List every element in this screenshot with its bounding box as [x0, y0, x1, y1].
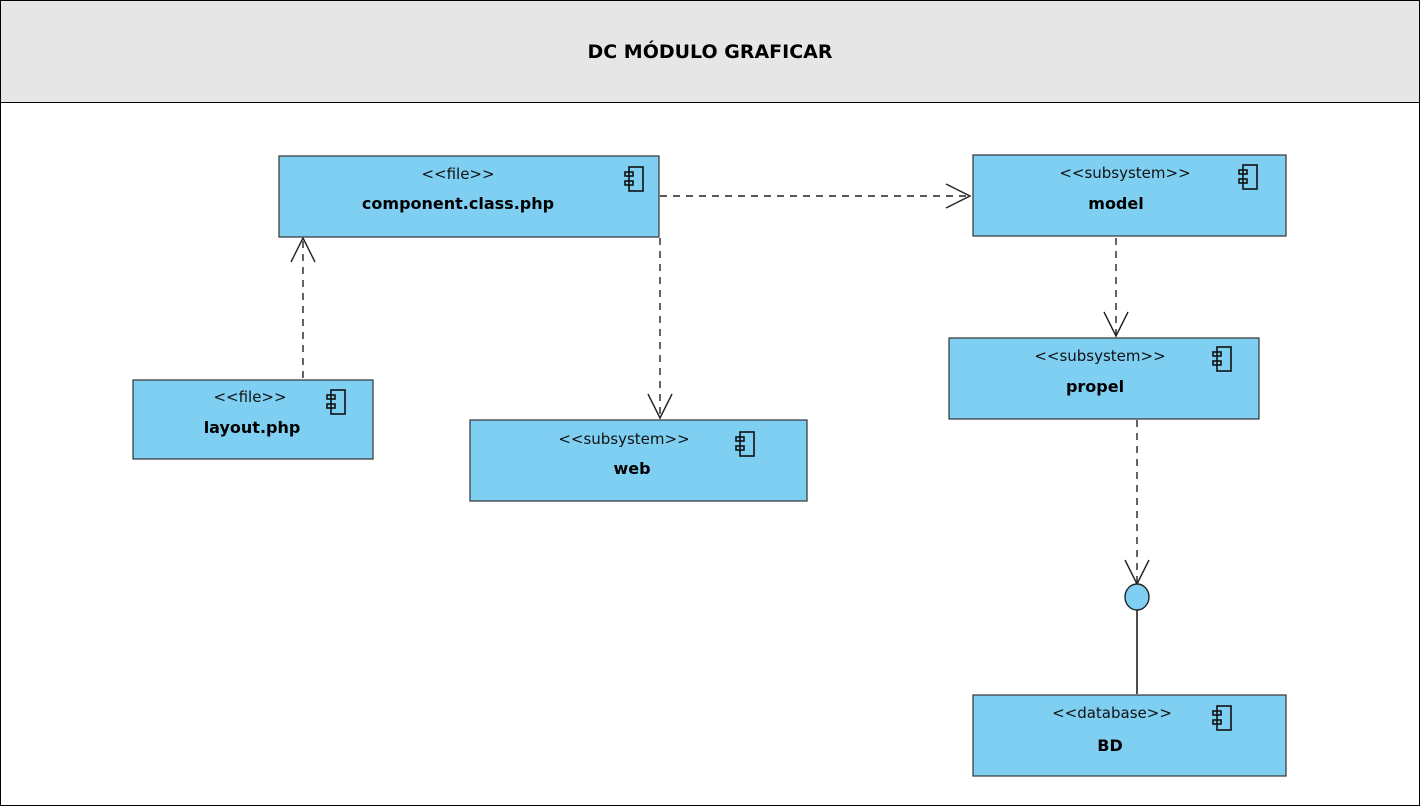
- component-icon: [1238, 164, 1258, 190]
- component-icon: [624, 166, 644, 192]
- component-model[interactable]: <<subsystem>> model: [972, 154, 1287, 237]
- component-icon: [735, 431, 755, 457]
- diagram-title: DC MÓDULO GRAFICAR: [587, 40, 833, 63]
- component-bd[interactable]: <<database>> BD: [972, 694, 1287, 777]
- web-stereotype: <<subsystem>>: [558, 430, 689, 448]
- bd-name: BD: [1097, 736, 1122, 755]
- component-name: component.class.php: [362, 194, 554, 213]
- propel-stereotype: <<subsystem>>: [1034, 347, 1165, 365]
- dependency-propel-to-interface: [1124, 420, 1150, 586]
- component-icon: [326, 389, 346, 415]
- model-name: model: [1088, 194, 1143, 213]
- dependency-component-to-model: [660, 183, 972, 209]
- component-layout-php[interactable]: <<file>> layout.php: [132, 379, 374, 460]
- component-web[interactable]: <<subsystem>> web: [469, 419, 808, 502]
- component-icon: [1212, 705, 1232, 731]
- model-stereotype: <<subsystem>>: [1059, 164, 1190, 182]
- layout-name: layout.php: [204, 418, 301, 437]
- web-name: web: [613, 459, 650, 478]
- component-icon: [1212, 346, 1232, 372]
- component-class-php[interactable]: <<file>> component.class.php: [278, 155, 660, 238]
- dependency-model-to-propel: [1103, 238, 1129, 338]
- dependency-component-to-web: [647, 238, 673, 420]
- bd-stereotype: <<database>>: [1052, 704, 1172, 722]
- component-propel[interactable]: <<subsystem>> propel: [948, 337, 1260, 420]
- layout-stereotype: <<file>>: [213, 388, 286, 406]
- dependency-layout-to-component: [290, 236, 316, 378]
- diagram-header: DC MÓDULO GRAFICAR: [1, 1, 1419, 103]
- component-stereotype: <<file>>: [421, 165, 494, 183]
- bd-interface[interactable]: [1124, 583, 1150, 611]
- propel-name: propel: [1066, 377, 1124, 396]
